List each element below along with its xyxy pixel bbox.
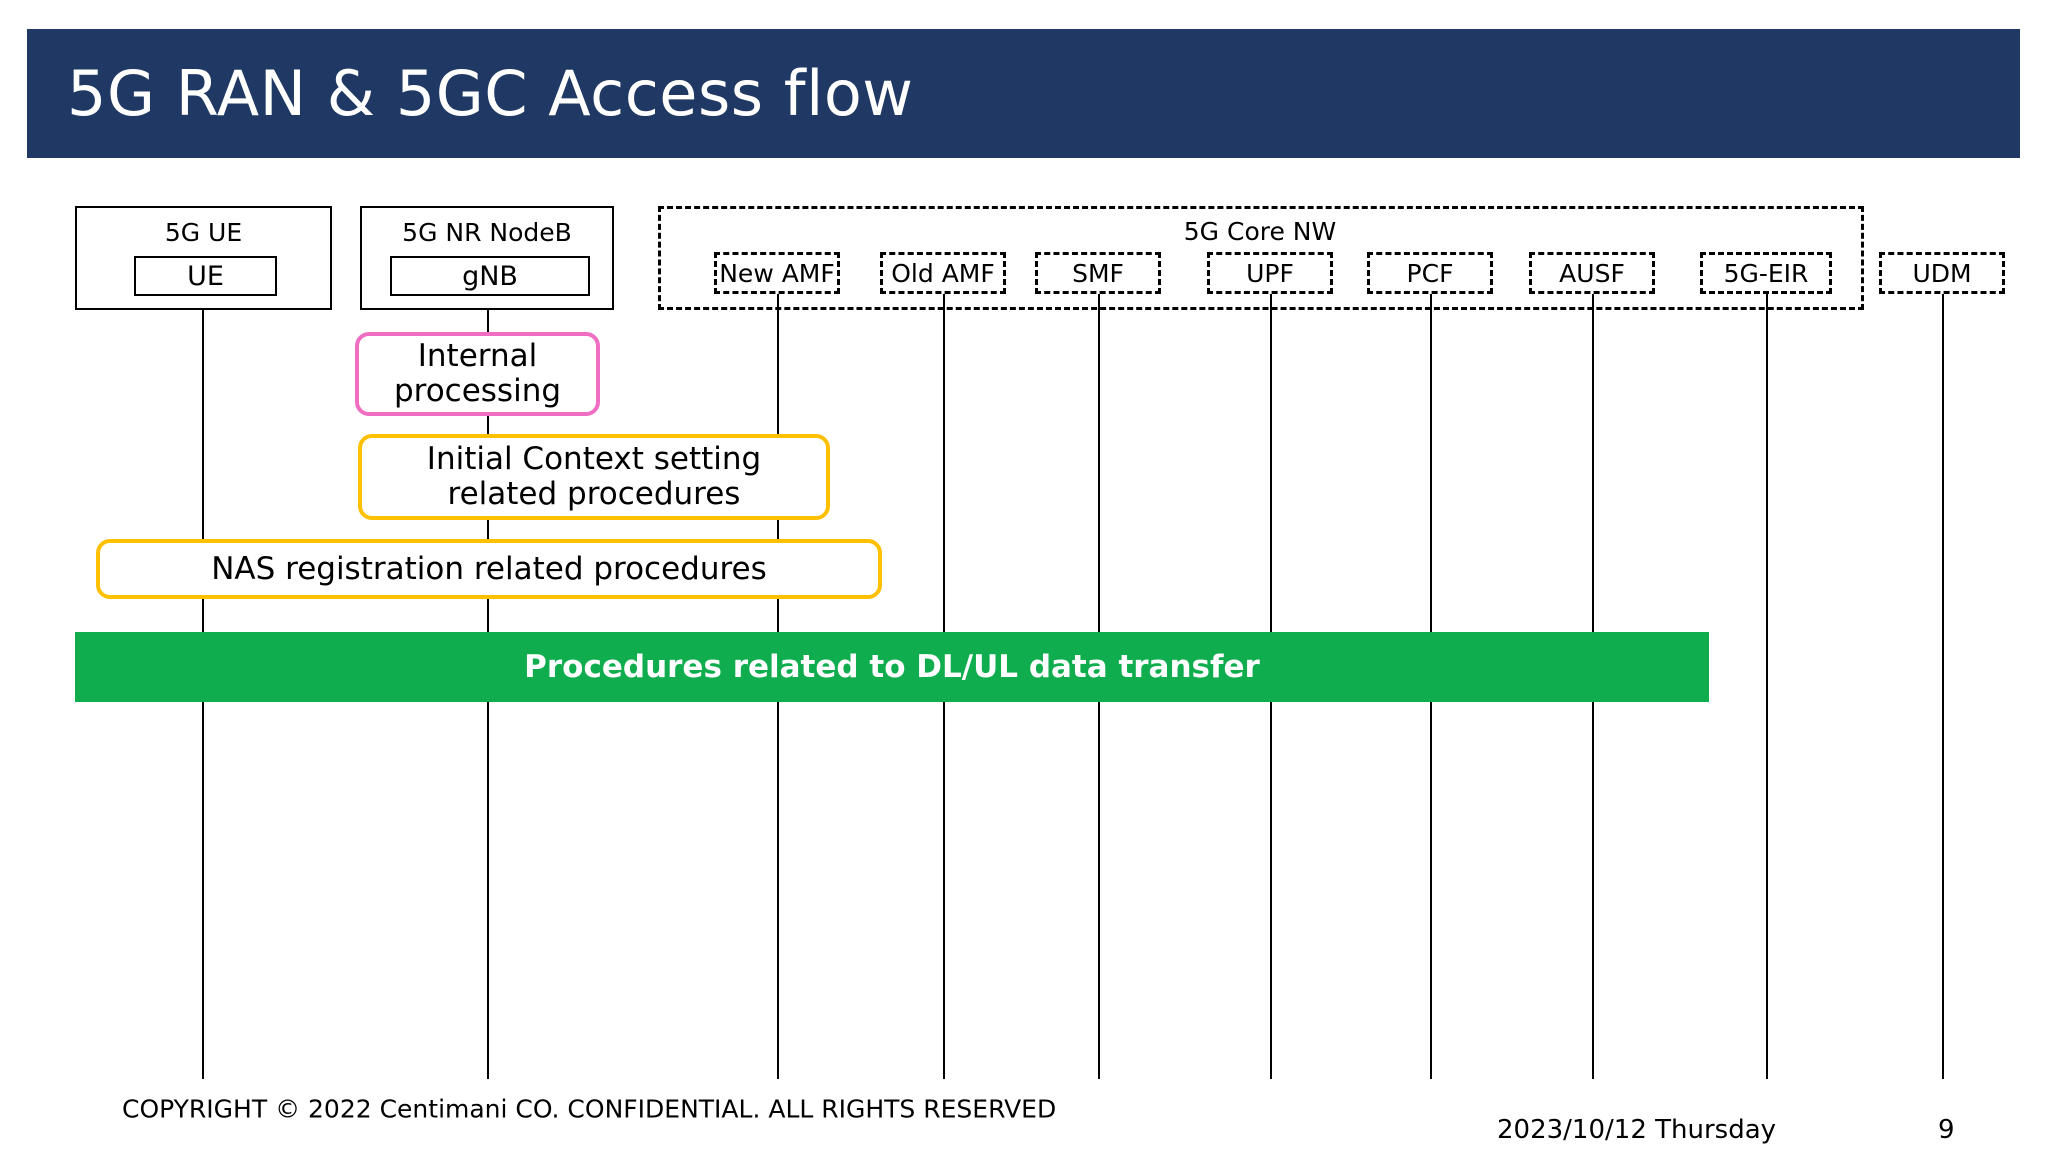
nf-box-old-amf[interactable]: Old AMF xyxy=(880,252,1006,294)
entity-label-5g-nr-nodeb: 5G NR NodeB xyxy=(402,218,572,247)
nf-box-5g-eir[interactable]: 5G-EIR xyxy=(1700,252,1832,294)
procedure-box-initial-context-setting[interactable]: Initial Context setting related procedur… xyxy=(358,434,830,520)
page-title: 5G RAN & 5GC Access flow xyxy=(67,56,914,130)
entity-box-5g-nr-nodeb: 5G NR NodeB gNB xyxy=(360,206,614,310)
nf-box-upf[interactable]: UPF xyxy=(1207,252,1333,294)
nf-box-ausf[interactable]: AUSF xyxy=(1529,252,1655,294)
entity-inner-ue: UE xyxy=(134,256,277,296)
title-bar: 5G RAN & 5GC Access flow xyxy=(27,29,2020,158)
procedure-box-internal-processing[interactable]: Internal processing xyxy=(355,332,600,416)
entity-inner-gnb: gNB xyxy=(390,256,590,296)
footer-copyright: COPYRIGHT © 2022 Centimani CO. CONFIDENT… xyxy=(122,1094,1057,1124)
nf-box-smf[interactable]: SMF xyxy=(1035,252,1161,294)
lifeline-5g-eir xyxy=(1766,278,1768,1079)
footer-page-number: 9 xyxy=(1938,1115,1955,1145)
lifeline-udm xyxy=(1942,278,1944,1079)
footer-date: 2023/10/12 Thursday xyxy=(1497,1115,1777,1145)
procedure-box-nas-registration[interactable]: NAS registration related procedures xyxy=(96,539,882,599)
nf-box-pcf[interactable]: PCF xyxy=(1367,252,1493,294)
entity-box-5g-ue: 5G UE UE xyxy=(75,206,332,310)
entity-label-5g-ue: 5G UE xyxy=(164,218,243,247)
nf-box-udm[interactable]: UDM xyxy=(1879,252,2005,294)
nf-box-new-amf[interactable]: New AMF xyxy=(714,252,840,294)
banner-dl-ul-data-transfer[interactable]: Procedures related to DL/UL data transfe… xyxy=(75,632,1709,702)
core-network-label: 5G Core NW xyxy=(1183,217,1337,246)
core-network-container xyxy=(658,206,1864,310)
